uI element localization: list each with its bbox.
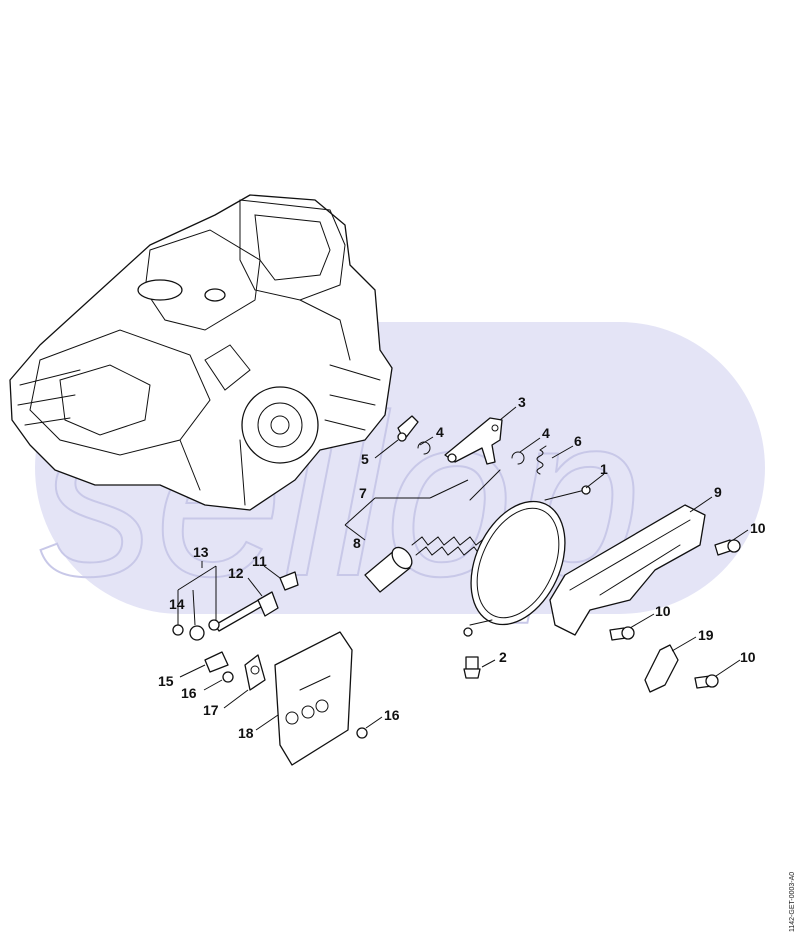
callout-1: 1	[600, 461, 608, 477]
part-8-sleeve	[364, 546, 413, 593]
callout-6: 6	[574, 433, 582, 449]
callout-9: 9	[714, 484, 722, 500]
part-1-brake-band	[463, 485, 591, 637]
callout-11: 11	[252, 553, 267, 569]
part-3-brake-lever	[444, 417, 503, 465]
part-18-side-plate	[274, 631, 353, 766]
callout-5: 5	[361, 451, 369, 467]
callout-10-b: 10	[655, 603, 671, 619]
part-13-gear	[189, 619, 220, 641]
callout-10-a: 10	[750, 520, 766, 536]
callout-12: 12	[228, 565, 244, 581]
callout-17: 17	[203, 702, 219, 718]
callout-14: 14	[169, 596, 185, 612]
callout-19: 19	[698, 627, 714, 643]
document-id: 1142-GET-0003-A0	[789, 872, 796, 932]
part-10-screw-c	[694, 674, 719, 689]
callout-4-right: 4	[542, 425, 550, 441]
part-6-spring	[536, 445, 547, 475]
part-11-clip	[279, 571, 299, 591]
part-16-screw-b	[356, 727, 368, 739]
part-19-bumper-spike	[644, 644, 679, 693]
callout-7: 7	[359, 485, 367, 501]
callout-2: 2	[499, 649, 507, 665]
part-5-lever	[397, 415, 419, 442]
callout-15: 15	[158, 673, 174, 689]
part-4-circlip-right	[511, 451, 525, 465]
callout-4-left: 4	[436, 424, 444, 440]
callout-13: 13	[193, 544, 209, 560]
part-10-screw-a	[714, 539, 741, 556]
part-10-screw-b	[609, 626, 635, 641]
callout-8: 8	[353, 535, 361, 551]
callout-18: 18	[238, 725, 254, 741]
callout-3: 3	[518, 394, 526, 410]
leader-lines	[177, 406, 749, 731]
callout-16-b: 16	[384, 707, 400, 723]
engine-housing	[9, 194, 393, 511]
part-15-plate	[204, 651, 229, 673]
callout-10-c: 10	[740, 649, 756, 665]
part-16-screw-a	[222, 671, 234, 683]
part-14-ring	[172, 624, 184, 636]
part-17-tensioner-body	[244, 654, 266, 691]
callout-16-a: 16	[181, 685, 197, 701]
callouts: 1 2 3 4 4 5 6 7 8 9 10 10 10 11 12 13 14…	[158, 394, 766, 741]
part-2-screw	[463, 656, 481, 679]
part-4-circlip-left	[417, 441, 431, 455]
part-9-chain-cover	[549, 504, 706, 636]
